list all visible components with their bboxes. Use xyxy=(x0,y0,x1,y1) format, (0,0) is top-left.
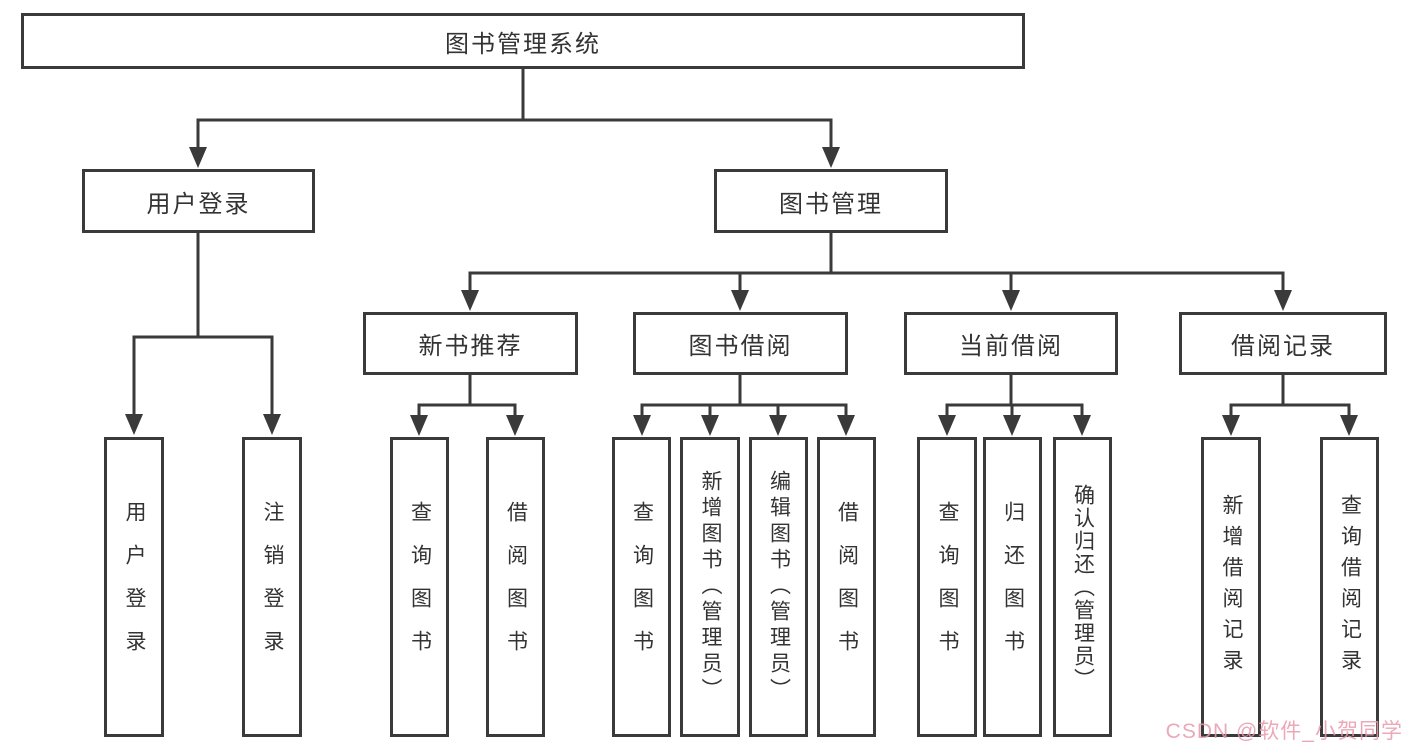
arrowhead xyxy=(837,415,855,436)
arrowhead xyxy=(125,414,143,435)
arrowhead xyxy=(822,147,840,168)
arrowhead xyxy=(189,147,207,168)
csdn-watermark: CSDN @软件_小贺同学 xyxy=(1165,720,1403,743)
arrowhead xyxy=(1073,415,1091,436)
arrowhead xyxy=(410,415,428,436)
connector-book-borrow-children xyxy=(633,373,855,436)
node-current-borrowing: 当前借阅 xyxy=(904,312,1118,375)
leaf-newbook-borrow-book: 借阅图书 xyxy=(486,437,545,737)
arrowhead xyxy=(769,415,787,436)
connector-new-book-children xyxy=(410,373,524,436)
connector-book-management-to-level3 xyxy=(461,231,1292,311)
leaf-newbook-query-book: 查询图书 xyxy=(390,437,449,737)
leaf-current-confirm-return-admin: 确认归还（管理员） xyxy=(1053,437,1112,737)
arrowhead xyxy=(701,415,719,436)
arrowhead xyxy=(263,414,281,435)
arrowhead xyxy=(938,415,956,436)
leaf-borrow-query-book: 查询图书 xyxy=(612,437,671,737)
node-new-book-recommendation: 新书推荐 xyxy=(363,312,578,375)
leaf-logout: 注销登录 xyxy=(242,437,302,737)
connector-path xyxy=(1229,373,1351,420)
connector-path xyxy=(640,373,848,420)
leaf-borrow-borrow-book: 借阅图书 xyxy=(817,437,876,737)
connector-current-borrow-children xyxy=(938,373,1091,436)
connector-borrow-records-children xyxy=(1222,373,1358,436)
arrowhead xyxy=(731,290,749,311)
leaf-user-login: 用户登录 xyxy=(104,437,164,737)
leaf-borrow-add-book-admin: 新增图书（管理员） xyxy=(680,437,740,737)
leaf-borrow-edit-book-admin: 编辑图书（管理员） xyxy=(749,437,808,737)
leaf-current-query-book: 查询图书 xyxy=(917,437,977,737)
node-book-borrowing: 图书借阅 xyxy=(633,312,848,375)
arrowhead xyxy=(1340,415,1358,436)
connector-path xyxy=(196,68,833,152)
arrowhead xyxy=(506,415,524,436)
node-borrowing-records: 借阅记录 xyxy=(1179,312,1387,375)
arrowhead xyxy=(1002,290,1020,311)
arrowhead xyxy=(1274,290,1292,311)
node-book-management: 图书管理 xyxy=(714,169,948,233)
leaf-records-query-record: 查询借阅记录 xyxy=(1320,437,1379,737)
connector-path xyxy=(132,231,274,416)
connector-path xyxy=(945,373,1084,420)
arrowhead xyxy=(461,290,479,311)
arrowhead xyxy=(1003,415,1021,436)
leaf-records-add-record: 新增借阅记录 xyxy=(1201,437,1261,737)
connector-user-login-children xyxy=(125,231,281,435)
connector-root-to-level2 xyxy=(189,68,840,168)
node-user-login: 用户登录 xyxy=(82,169,315,233)
arrowhead xyxy=(1222,415,1240,436)
leaf-current-return-book: 归还图书 xyxy=(983,437,1042,737)
arrowhead xyxy=(633,415,651,436)
connector-path xyxy=(468,231,1285,295)
node-root: 图书管理系统 xyxy=(21,13,1025,69)
connector-path xyxy=(417,373,517,420)
